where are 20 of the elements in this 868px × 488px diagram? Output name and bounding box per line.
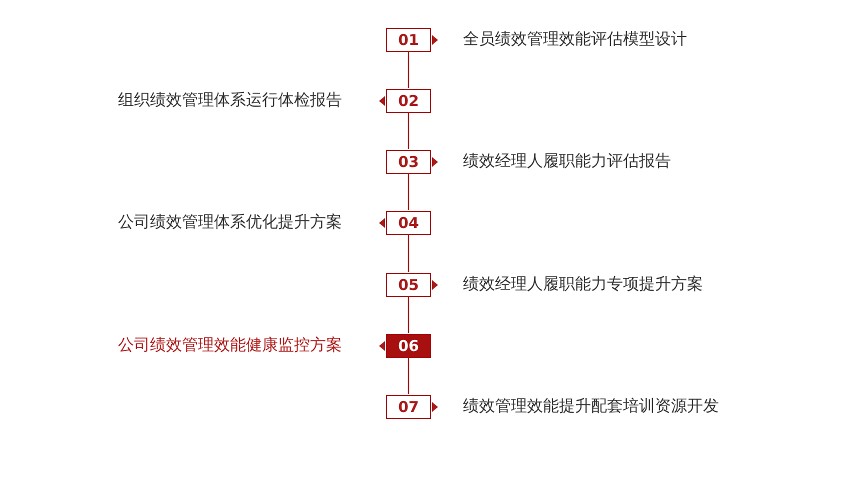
connector-line [408,235,410,272]
step-description: 公司绩效管理效能健康监控方案 [118,336,342,356]
step-description: 组织绩效管理体系运行体检报告 [118,91,342,111]
step-number-box: 02 [386,89,431,113]
step-description: 公司绩效管理体系优化提升方案 [118,213,342,233]
step-description: 绩效经理人履职能力评估报告 [463,152,671,172]
connector-line [408,52,410,88]
connector-line [408,297,410,333]
step-description: 绩效管理效能提升配套培训资源开发 [463,397,719,417]
step-description: 全员绩效管理效能评估模型设计 [463,30,687,50]
step-number-box: 06 [386,334,431,358]
step-number-box: 01 [386,28,431,52]
connector-line [408,113,410,149]
step-number-box: 07 [386,395,431,419]
step-number-box: 04 [386,211,431,235]
step-number-box: 03 [386,150,431,174]
step-description: 绩效经理人履职能力专项提升方案 [463,275,703,295]
connector-line [408,358,410,394]
step-number-box: 05 [386,273,431,297]
connector-line [408,174,410,210]
